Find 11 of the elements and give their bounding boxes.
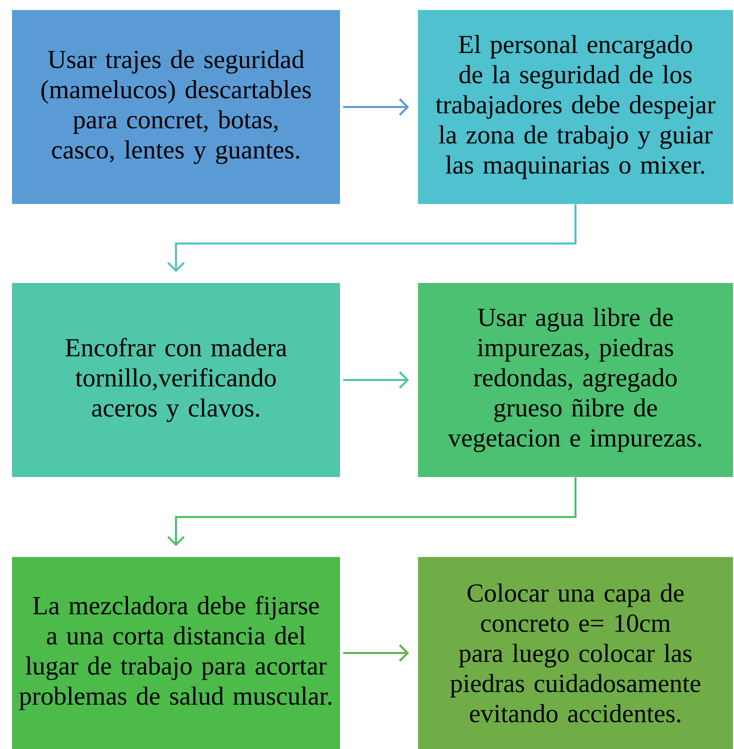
process-box: La mezcladora debe fijarse a una corta distancia del lugar de trabajo para acortar problemas de salud muscular. bbox=[12, 557, 340, 749]
arrow bbox=[343, 371, 410, 389]
process-box: El personal encargado de la seguridad de los trabajadores debe despejar la zona de trabajo y guiar las maquinarias o mixer. bbox=[418, 10, 733, 204]
process-box: Usar trajes de seguridad (mamelucos) descartables para concret, botas, casco, lentes y guantes. bbox=[12, 10, 340, 204]
arrow bbox=[167, 477, 576, 546]
process-box: Colocar una capa de concreto e= 10cm para luego colocar las piedras cuidadosamente evitando accidentes. bbox=[418, 557, 733, 749]
process-box: Usar agua libre de impurezas, piedras redondas, agregado grueso ñibre de vegetacion e impurezas. bbox=[418, 283, 733, 477]
arrow bbox=[343, 644, 410, 662]
process-box: Encofrar con madera tornillo,verificando aceros y clavos. bbox=[12, 283, 340, 477]
arrow bbox=[167, 204, 576, 272]
arrow bbox=[343, 98, 410, 116]
